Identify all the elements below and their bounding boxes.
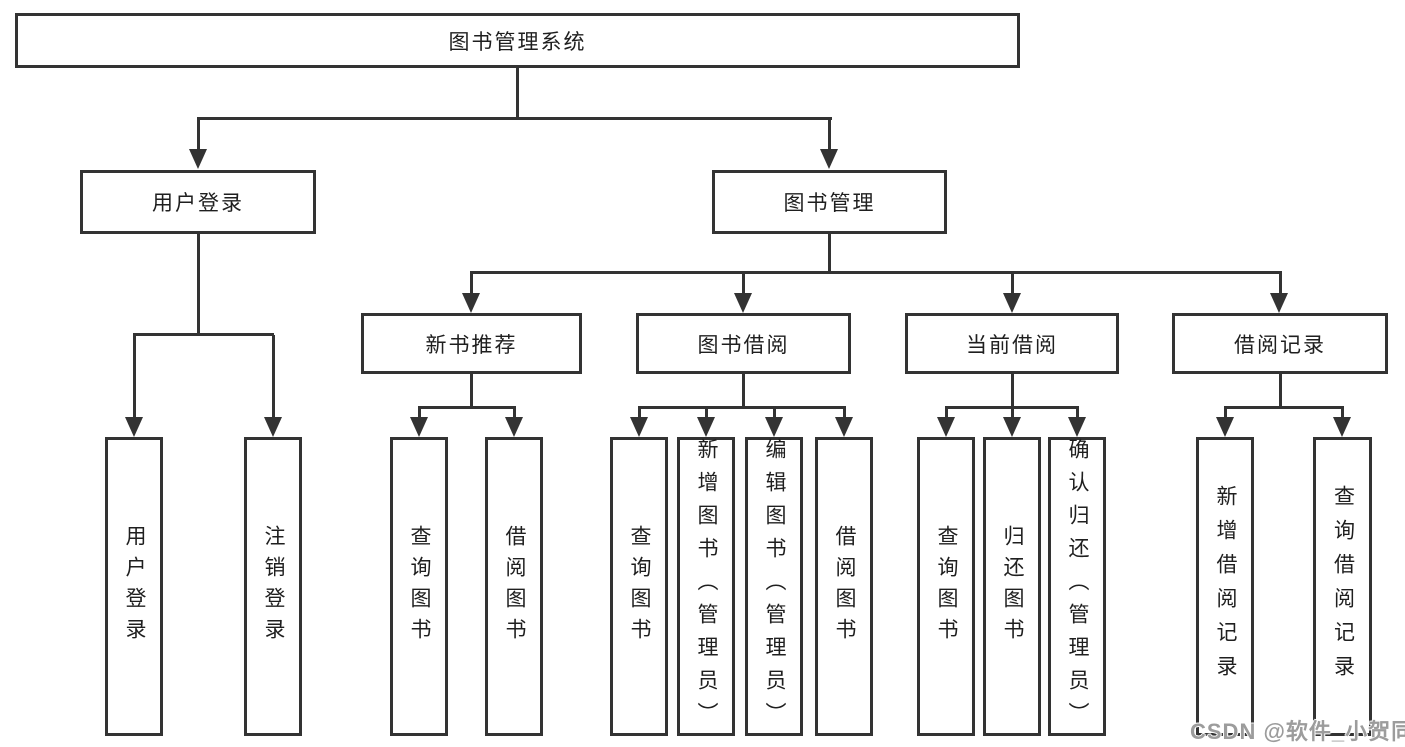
connector-line-horizontal — [133, 333, 274, 336]
arrow-down-icon — [1333, 417, 1351, 437]
connector-line-vertical — [1279, 273, 1282, 294]
arrow-down-icon — [505, 417, 523, 437]
connector-line-vertical — [742, 273, 745, 294]
node-book-borrowing: 图书借阅 — [636, 313, 851, 374]
connector-line-vertical — [1011, 408, 1014, 418]
connector-line-vertical — [705, 408, 708, 418]
connector-line-vertical — [1011, 374, 1014, 408]
node-recommend-borrow-books: 借阅图书 — [485, 437, 543, 736]
connector-line-vertical — [1279, 374, 1282, 408]
node-borrowing-add-books-admin: 新增图书（管理员） — [677, 437, 735, 736]
arrow-down-icon — [264, 417, 282, 437]
connector-line-horizontal — [418, 406, 516, 409]
node-borrowing-records: 借阅记录 — [1172, 313, 1388, 374]
node-borrowing-borrow-books: 借阅图书 — [815, 437, 873, 736]
node-recommend-query-books: 查询图书 — [390, 437, 448, 736]
connector-line-vertical — [272, 335, 275, 418]
node-borrowing-query-books: 查询图书 — [610, 437, 668, 736]
arrow-down-icon — [1270, 293, 1288, 313]
node-current-query-books: 查询图书 — [917, 437, 975, 736]
node-records-query-borrow-record: 查询借阅记录 — [1313, 437, 1372, 736]
connector-line-vertical — [516, 68, 519, 119]
connector-line-vertical — [470, 374, 473, 408]
node-current-borrowing: 当前借阅 — [905, 313, 1119, 374]
arrow-down-icon — [462, 293, 480, 313]
arrow-down-icon — [765, 417, 783, 437]
node-user-login-action: 用户登录 — [105, 437, 163, 736]
arrow-down-icon — [697, 417, 715, 437]
connector-line-vertical — [513, 408, 516, 418]
node-records-add-borrow-record: 新增借阅记录 — [1196, 437, 1254, 736]
connector-line-vertical — [1341, 408, 1344, 418]
connector-line-vertical — [133, 335, 136, 418]
connector-line-vertical — [828, 234, 831, 273]
connector-line-horizontal — [945, 406, 1079, 409]
node-new-book-recommendation: 新书推荐 — [361, 313, 582, 374]
arrow-down-icon — [1003, 293, 1021, 313]
node-current-confirm-return-admin: 确认归还（管理员） — [1048, 437, 1106, 736]
connector-line-horizontal — [1224, 406, 1344, 409]
node-user-login: 用户登录 — [80, 170, 316, 234]
arrow-down-icon — [835, 417, 853, 437]
arrow-down-icon — [937, 417, 955, 437]
connector-line-vertical — [945, 408, 948, 418]
arrow-down-icon — [189, 149, 207, 169]
node-book-management: 图书管理 — [712, 170, 947, 234]
connector-line-vertical — [1224, 408, 1227, 418]
connector-line-horizontal — [197, 117, 832, 120]
node-logout-action: 注销登录 — [244, 437, 302, 736]
connector-line-vertical — [1011, 273, 1014, 294]
arrow-down-icon — [820, 149, 838, 169]
node-current-return-books: 归还图书 — [983, 437, 1041, 736]
arrow-down-icon — [410, 417, 428, 437]
connector-line-vertical — [418, 408, 421, 418]
csdn-watermark: CSDN @软件_小贺同学 — [1190, 719, 1405, 744]
connector-line-vertical — [1076, 408, 1079, 418]
arrow-down-icon — [1068, 417, 1086, 437]
connector-line-vertical — [742, 374, 745, 408]
arrow-down-icon — [125, 417, 143, 437]
node-library-management-system: 图书管理系统 — [15, 13, 1020, 68]
arrow-down-icon — [1216, 417, 1234, 437]
arrow-down-icon — [734, 293, 752, 313]
connector-line-vertical — [828, 119, 831, 150]
node-borrowing-edit-books-admin: 编辑图书（管理员） — [745, 437, 803, 736]
connector-line-vertical — [197, 119, 200, 150]
connector-line-horizontal — [638, 406, 846, 409]
arrow-down-icon — [630, 417, 648, 437]
connector-line-vertical — [843, 408, 846, 418]
connector-line-vertical — [197, 234, 200, 335]
arrow-down-icon — [1003, 417, 1021, 437]
connector-line-horizontal — [470, 271, 1282, 274]
connector-line-vertical — [470, 273, 473, 294]
connector-line-vertical — [638, 408, 641, 418]
connector-line-vertical — [773, 408, 776, 418]
